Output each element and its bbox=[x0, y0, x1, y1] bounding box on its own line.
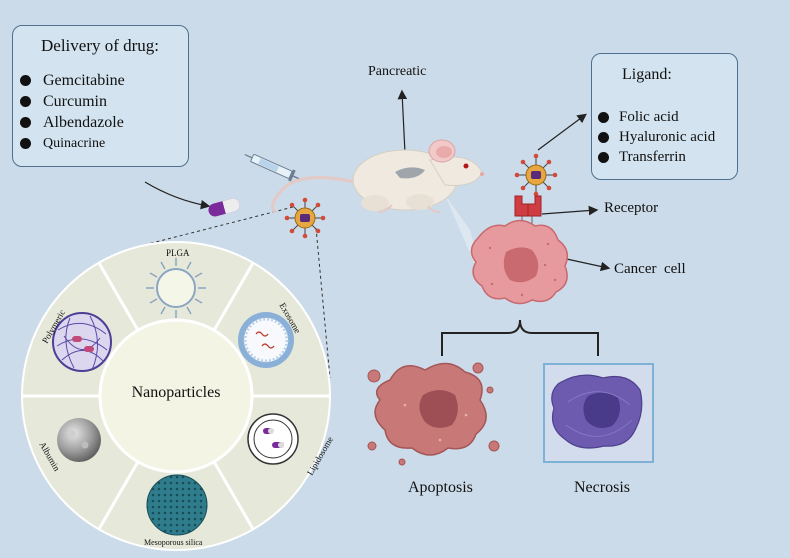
lipidosome-icon bbox=[247, 413, 299, 465]
nanoparticles-center-label: Nanoparticles bbox=[131, 384, 221, 401]
drug-delivery-box: Delivery of drug: Gemcitabine Curcumin A… bbox=[12, 25, 189, 167]
outcome-bracket bbox=[441, 319, 599, 356]
ligand-list: Folic acid Hyaluronic acid Transferrin bbox=[598, 107, 715, 167]
ligand-item: Transferrin bbox=[598, 147, 715, 167]
arrow-to-capsule bbox=[144, 181, 211, 210]
arrow-to-ligand bbox=[537, 113, 587, 151]
plga-icon bbox=[146, 258, 206, 318]
receptor-icon bbox=[514, 195, 542, 232]
drug-item: Gemcitabine bbox=[20, 70, 125, 91]
targeted-nanoparticle-icon bbox=[514, 153, 558, 197]
bullet-icon bbox=[20, 96, 31, 107]
drug-list: Gemcitabine Curcumin Albendazole Quinacr… bbox=[20, 70, 125, 154]
drug-item: Quinacrine bbox=[20, 133, 125, 154]
zoom-lines bbox=[147, 206, 331, 379]
drug-item: Curcumin bbox=[20, 91, 125, 112]
bullet-icon bbox=[20, 75, 31, 86]
pancreatic-label: Pancreatic bbox=[368, 64, 427, 79]
arrow-group bbox=[144, 89, 611, 272]
arrow-to-receptor bbox=[541, 205, 599, 216]
ligand-item: Folic acid bbox=[598, 107, 715, 127]
drug-item: Albendazole bbox=[20, 112, 125, 133]
capsule-icon bbox=[208, 198, 240, 217]
cancer-cell-label: Cancer cell bbox=[614, 261, 686, 277]
ligand-box-title: Ligand: bbox=[622, 66, 672, 83]
drug-box-title: Delivery of drug: bbox=[41, 36, 160, 55]
nanoparticle-icon bbox=[284, 197, 326, 239]
receptor-label: Receptor bbox=[604, 200, 659, 216]
cancer-cell-icon bbox=[470, 219, 569, 305]
necrosis-label: Necrosis bbox=[574, 479, 630, 496]
polymeric-icon bbox=[52, 312, 112, 372]
arrow-to-cancer-cell bbox=[561, 257, 611, 272]
mouse-icon bbox=[271, 139, 484, 214]
bullet-icon bbox=[598, 131, 609, 143]
exosome-icon bbox=[238, 312, 294, 368]
bullet-icon bbox=[598, 151, 609, 163]
mesoporous-silica-label: Mesoporous silica bbox=[144, 538, 203, 547]
bullet-icon bbox=[20, 138, 31, 149]
bullet-icon bbox=[598, 111, 609, 123]
apoptosis-label: Apoptosis bbox=[408, 479, 473, 496]
bullet-icon bbox=[20, 117, 31, 128]
mesoporous-silica-icon bbox=[146, 474, 208, 536]
apoptosis-cell-icon bbox=[367, 362, 500, 466]
syringe-icon bbox=[244, 153, 302, 182]
arrow-to-pancreatic bbox=[397, 89, 408, 154]
ligand-box: Ligand: Folic acid Hyaluronic acid Trans… bbox=[591, 53, 738, 180]
albumin-icon bbox=[57, 418, 101, 462]
ligand-item: Hyaluronic acid bbox=[598, 127, 715, 147]
plga-label: PLGA bbox=[166, 248, 190, 258]
necrosis-cell-icon bbox=[543, 363, 654, 463]
